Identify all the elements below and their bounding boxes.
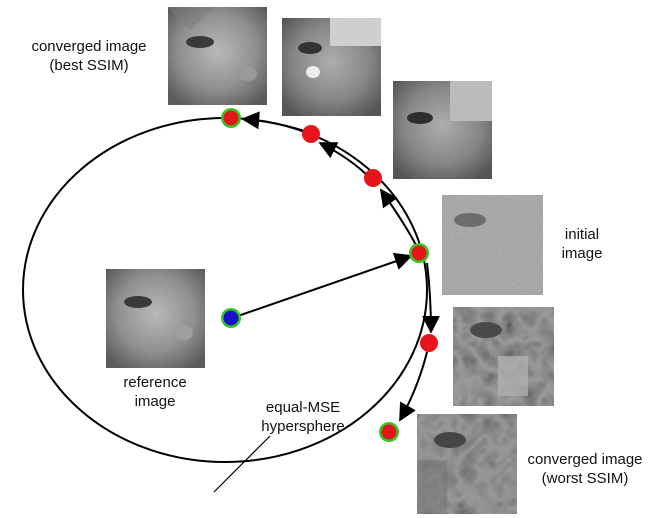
point-worst-intermediate	[420, 334, 438, 352]
label-best-ssim: converged image (best SSIM)	[24, 37, 154, 75]
label-initial-line2: image	[561, 245, 603, 262]
point-worst-ssim	[379, 422, 399, 442]
label-reference-line1: reference	[123, 374, 187, 391]
hypersphere-pointer-line	[213, 435, 271, 493]
label-worst-line1: converged image	[527, 451, 643, 468]
label-worst-ssim: converged image (worst SSIM)	[520, 450, 650, 488]
label-reference-line2: image	[134, 393, 176, 410]
image-initial	[442, 195, 543, 295]
label-hypersphere: equal-MSE hypersphere	[248, 398, 358, 436]
label-initial: initial image	[552, 225, 612, 263]
image-reference	[106, 269, 205, 368]
point-intermediate-2	[364, 169, 382, 187]
label-hypersphere-line1: equal-MSE	[265, 399, 341, 416]
arc-arrow-1	[379, 188, 421, 254]
reference-to-initial-arrow	[231, 252, 413, 319]
label-reference: reference image	[105, 373, 205, 411]
label-worst-line2: (worst SSIM)	[541, 470, 629, 487]
image-worst-intermediate	[453, 307, 554, 406]
point-best-ssim	[221, 108, 241, 128]
label-best-line2: (best SSIM)	[49, 57, 129, 74]
arc-arrow-4	[421, 262, 440, 334]
point-initial	[409, 243, 429, 263]
arc-arrow-5	[399, 351, 428, 422]
image-worst-ssim	[417, 414, 517, 514]
label-initial-line1: initial	[564, 226, 600, 243]
image-intermediate-1	[282, 18, 381, 116]
image-best-ssim	[168, 7, 267, 105]
label-hypersphere-line2: hypersphere	[261, 418, 345, 435]
image-intermediate-2	[393, 81, 492, 179]
point-intermediate-1	[302, 125, 320, 143]
label-best-line1: converged image	[31, 38, 147, 55]
point-reference	[221, 308, 241, 328]
equal-mse-hypersphere	[22, 117, 428, 463]
arc-arrow-2	[318, 142, 371, 179]
